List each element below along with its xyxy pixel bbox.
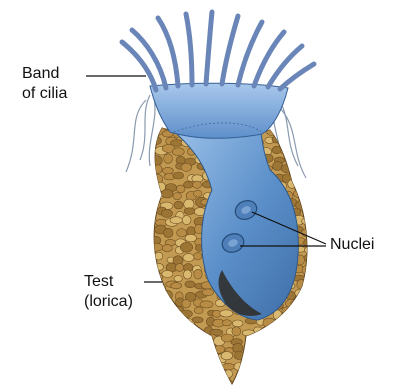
label-test-line-1: Test xyxy=(84,272,133,292)
label-band-line-2: of cilia xyxy=(22,84,67,104)
label-test-line-2: (lorica) xyxy=(84,292,133,312)
label-nuclei: Nuclei xyxy=(330,235,374,255)
cilia-band xyxy=(122,12,314,90)
label-band-of-cilia: Band of cilia xyxy=(22,64,67,104)
collar xyxy=(150,83,288,138)
label-band-line-1: Band xyxy=(22,64,67,84)
label-test: Test (lorica) xyxy=(84,272,133,312)
